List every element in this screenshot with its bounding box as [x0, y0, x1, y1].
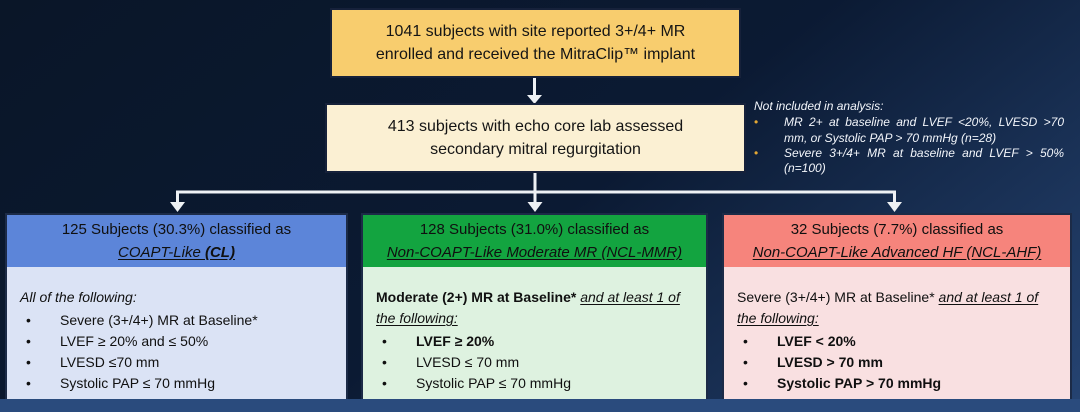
group-name-ahf: Non-COAPT-Like Advanced HF (NCL-AHF)	[753, 241, 1042, 264]
group-body-cl: All of the following: • Severe (3+/4+) MR…	[7, 267, 346, 402]
connector-lines	[176, 78, 896, 203]
criteria-text: LVESD ≤70 mm	[60, 354, 160, 370]
arrowheads	[170, 95, 902, 212]
group-count-ahf: 32 Subjects (7.7%) classified as	[790, 220, 1004, 238]
criteria-item: • LVESD ≤70 mm	[20, 352, 335, 373]
group-body-ahf: Severe (3+/4+) MR at Baseline* and at le…	[724, 267, 1070, 402]
bullet-icon: •	[382, 375, 387, 391]
bullet-icon: •	[743, 333, 748, 349]
group-box-ncl-mmr: 128 Subjects (31.0%) classified as Non-C…	[361, 213, 708, 402]
group-count-cl: 125 Subjects (30.3%) classified as	[61, 220, 292, 238]
criteria-text: LVESD > 70 mm	[777, 354, 883, 370]
group-header-ahf: 32 Subjects (7.7%) classified as Non-COA…	[724, 215, 1070, 267]
criteria-lead-text: All of the following:	[20, 289, 137, 305]
bullet-icon: •	[26, 354, 31, 370]
criteria-text: LVEF < 20%	[777, 333, 856, 349]
criteria-item: • Systolic PAP ≤ 70 mmHg	[376, 373, 695, 394]
echo-line-2: secondary mitral regurgitation	[430, 141, 641, 158]
group-body-mmr: Moderate (2+) MR at Baseline* and at lea…	[363, 267, 706, 402]
group-name-text: COAPT-Like	[118, 244, 205, 261]
criteria-text: LVEF ≥ 20%	[416, 333, 495, 349]
group-count-mmr: 128 Subjects (31.0%) classified as	[419, 220, 650, 238]
group-name-cl: COAPT-Like (CL)	[118, 241, 235, 264]
criteria-text: Systolic PAP ≤ 70 mmHg	[416, 375, 571, 391]
bullet-icon: •	[754, 115, 759, 130]
group-name-text: Non-COAPT-Like Moderate MR (NCL-MMR)	[386, 244, 683, 261]
criteria-lead-rest: and at least 1 of the following:	[737, 289, 1039, 326]
criteria-lead-cl: All of the following:	[20, 287, 335, 308]
bullet-icon: •	[382, 333, 387, 349]
criteria-item: • LVEF ≥ 20%	[376, 331, 695, 352]
criteria-item: • LVESD > 70 mm	[737, 352, 1059, 373]
criteria-text: Severe (3+/4+) MR at Baseline*	[60, 312, 258, 328]
criteria-item: • LVESD ≤ 70 mm	[376, 352, 695, 373]
group-name-mmr: Non-COAPT-Like Moderate MR (NCL-MMR)	[387, 241, 682, 264]
exclusions-title: Not included in analysis:	[754, 99, 884, 113]
exclusions-note: Not included in analysis: • MR 2+ at bas…	[754, 99, 1064, 177]
bullet-icon: •	[754, 146, 759, 161]
enrolled-line-2: enrolled and received the MitraClip™ imp…	[375, 46, 696, 63]
criteria-text: Systolic PAP > 70 mmHg	[777, 375, 942, 391]
down-arrow-icon	[170, 202, 185, 212]
group-box-coapt-like: 125 Subjects (30.3%) classified as COAPT…	[5, 213, 348, 402]
group-header-cl: 125 Subjects (30.3%) classified as COAPT…	[7, 215, 346, 267]
criteria-item: • Systolic PAP > 70 mmHg	[737, 373, 1059, 394]
enrolled-subjects-box: 1041 subjects with site reported 3+/4+ M…	[330, 8, 741, 78]
criteria-text: LVESD ≤ 70 mm	[416, 354, 520, 370]
bullet-icon: •	[26, 375, 31, 391]
criteria-text: Systolic PAP ≤ 70 mmHg	[60, 375, 215, 391]
echo-line-1: 413 subjects with echo core lab assessed	[387, 117, 684, 135]
exclusion-text: Severe 3+/4+ MR at baseline and LVEF > 5…	[784, 146, 1064, 176]
exclusion-item: • MR 2+ at baseline and LVEF <20%, LVESD…	[754, 115, 1064, 146]
bullet-icon: •	[743, 375, 748, 391]
down-arrow-icon	[887, 202, 902, 212]
bullet-icon: •	[382, 354, 387, 370]
footer-accent-bar	[0, 399, 1080, 412]
group-box-ncl-ahf: 32 Subjects (7.7%) classified as Non-COA…	[722, 213, 1072, 402]
criteria-item: • Severe (3+/4+) MR at Baseline*	[20, 310, 335, 331]
group-name-text: Non-COAPT-Like Advanced HF (NCL-AHF)	[752, 244, 1042, 261]
bullet-icon: •	[743, 354, 748, 370]
bullet-icon: •	[26, 333, 31, 349]
criteria-lead-mmr: Moderate (2+) MR at Baseline* and at lea…	[376, 287, 695, 329]
criteria-item: • LVEF < 20%	[737, 331, 1059, 352]
down-arrow-icon	[527, 202, 543, 212]
bullet-icon: •	[26, 312, 31, 328]
enrolled-line-1: 1041 subjects with site reported 3+/4+ M…	[385, 22, 686, 40]
echo-core-lab-box: 413 subjects with echo core lab assessed…	[325, 103, 746, 173]
exclusion-item: • Severe 3+/4+ MR at baseline and LVEF >…	[754, 146, 1064, 177]
criteria-lead-main: Moderate (2+) MR at Baseline*	[376, 289, 577, 305]
group-abbr-text: (CL)	[204, 244, 235, 261]
criteria-lead-ahf: Severe (3+/4+) MR at Baseline* and at le…	[737, 287, 1059, 329]
group-header-mmr: 128 Subjects (31.0%) classified as Non-C…	[363, 215, 706, 267]
criteria-lead-rest: and at least 1 of the following:	[376, 289, 680, 326]
down-arrow-icon	[527, 95, 542, 104]
criteria-item: • LVEF ≥ 20% and ≤ 50%	[20, 331, 335, 352]
exclusion-text: MR 2+ at baseline and LVEF <20%, LVESD >…	[784, 115, 1064, 145]
criteria-item: • Systolic PAP ≤ 70 mmHg	[20, 373, 335, 394]
criteria-lead-main: Severe (3+/4+) MR at Baseline*	[737, 289, 935, 305]
criteria-text: LVEF ≥ 20% and ≤ 50%	[60, 333, 209, 349]
